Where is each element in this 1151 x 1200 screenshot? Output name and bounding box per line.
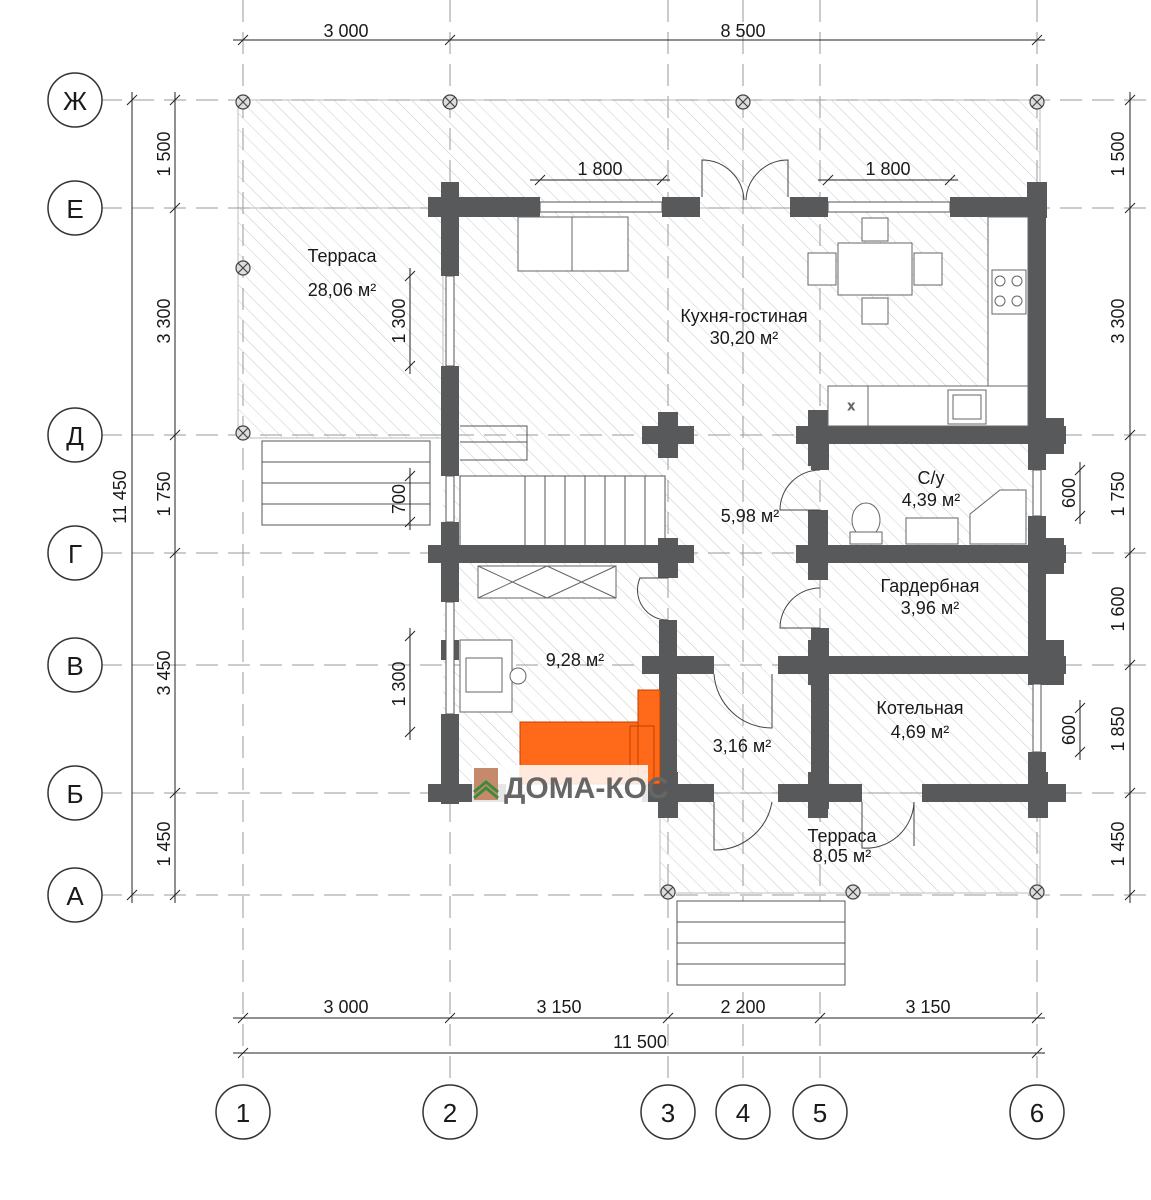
svg-text:x: x <box>848 398 855 413</box>
axis-number: 2 <box>443 1098 457 1128</box>
dim-left-total: 11 450 <box>110 470 130 524</box>
axis-letter: В <box>66 651 83 681</box>
dim-window-top-2: 1 800 <box>865 159 910 179</box>
terrace-posts <box>235 94 1045 900</box>
walls <box>428 182 1066 818</box>
axis-letter: Ж <box>63 86 87 116</box>
dim-window-top-1: 1 800 <box>577 159 622 179</box>
logo: ДОМА-КОС <box>472 765 669 805</box>
room-terrace-bottom-name: Терраса <box>807 826 877 846</box>
axis-letter: Д <box>66 421 84 451</box>
room-boiler-area: 4,69 м² <box>891 722 949 742</box>
dim-bottom-total: 11 500 <box>613 1032 667 1052</box>
dim-window-left-3: 1 300 <box>389 661 409 706</box>
axis-number: 6 <box>1030 1098 1044 1128</box>
axis-numbers <box>215 1084 1065 1140</box>
dim-window-right-2: 600 <box>1059 715 1079 745</box>
room-terrace-top-name: Терраса <box>307 246 377 266</box>
dim-bottom-2: 3 150 <box>536 997 581 1017</box>
kitchen-counter <box>827 216 1029 427</box>
dim-top-1: 3 000 <box>323 21 368 41</box>
dining-table <box>807 217 943 325</box>
dim-top-2: 8 500 <box>720 21 765 41</box>
sofa <box>517 216 629 272</box>
terrace-steps-left <box>261 440 431 526</box>
room-boiler-name: Котельная <box>876 698 963 718</box>
room-wardrobe-name: Гардербная <box>881 576 980 596</box>
axis-letters <box>47 72 103 923</box>
dim-bottom-4: 3 150 <box>905 997 950 1017</box>
dim-right-2: 3 300 <box>1108 298 1128 343</box>
dimension-texts: 3 000 8 500 3 000 3 150 2 200 3 150 11 5… <box>110 21 1128 1052</box>
dim-right-1: 1 500 <box>1108 131 1128 176</box>
room-wardrobe-area: 3,96 м² <box>901 598 959 618</box>
dim-bottom-1: 3 000 <box>323 997 368 1017</box>
room-terrace-top-area: 28,06 м² <box>308 280 376 300</box>
desk <box>459 639 527 713</box>
dim-window-right-1: 600 <box>1059 478 1079 508</box>
room-bathroom-area: 4,39 м² <box>902 490 960 510</box>
axis-number-labels: 1 2 3 4 5 6 <box>236 1098 1044 1128</box>
room-terrace-bottom-area: 8,05 м² <box>813 846 871 866</box>
logo-text: ДОМА-КОС <box>504 772 669 805</box>
dimension-lines <box>126 34 1136 1059</box>
axis-letter: А <box>66 881 84 911</box>
bathroom-fixtures <box>849 489 1027 545</box>
dim-window-left-2: 700 <box>389 484 409 514</box>
room-area: 9,28 м² <box>546 650 604 670</box>
dim-right-4: 1 600 <box>1108 586 1128 631</box>
doors <box>636 159 915 851</box>
room-kitchen-area: 30,20 м² <box>710 328 778 348</box>
room-kitchen-name: Кухня-гостиная <box>680 306 807 326</box>
dim-left-2: 3 300 <box>154 298 174 343</box>
room-bathroom-name: С/у <box>918 468 945 488</box>
dim-left-5: 1 450 <box>154 821 174 866</box>
axis-number: 5 <box>813 1098 827 1128</box>
axis-number: 3 <box>661 1098 675 1128</box>
axis-letter: Е <box>66 194 83 224</box>
axis-number: 4 <box>736 1098 750 1128</box>
room-vestibule-area: 3,16 м² <box>713 736 771 756</box>
dim-left-1: 1 500 <box>154 131 174 176</box>
axis-letter: Г <box>68 539 82 569</box>
wardrobe-cabinet <box>477 565 617 599</box>
interior-stair <box>459 425 666 549</box>
axis-letter: Б <box>66 779 83 809</box>
axis-number: 1 <box>236 1098 250 1128</box>
windows <box>445 201 1042 753</box>
dim-right-6: 1 450 <box>1108 821 1128 866</box>
dim-left-3: 1 750 <box>154 471 174 516</box>
dim-window-left-1: 1 300 <box>389 298 409 343</box>
terrace-steps-bottom <box>676 900 846 986</box>
dim-bottom-3: 2 200 <box>720 997 765 1017</box>
dim-right-5: 1 850 <box>1108 706 1128 751</box>
axis-letter-labels: Ж Е Д Г В Б А <box>63 86 87 911</box>
room-hall-area: 5,98 м² <box>721 506 779 526</box>
dim-right-3: 1 750 <box>1108 471 1128 516</box>
room-labels: Терраса 28,06 м² Кухня-гостиная 30,20 м²… <box>307 246 979 866</box>
dim-left-4: 3 450 <box>154 650 174 695</box>
